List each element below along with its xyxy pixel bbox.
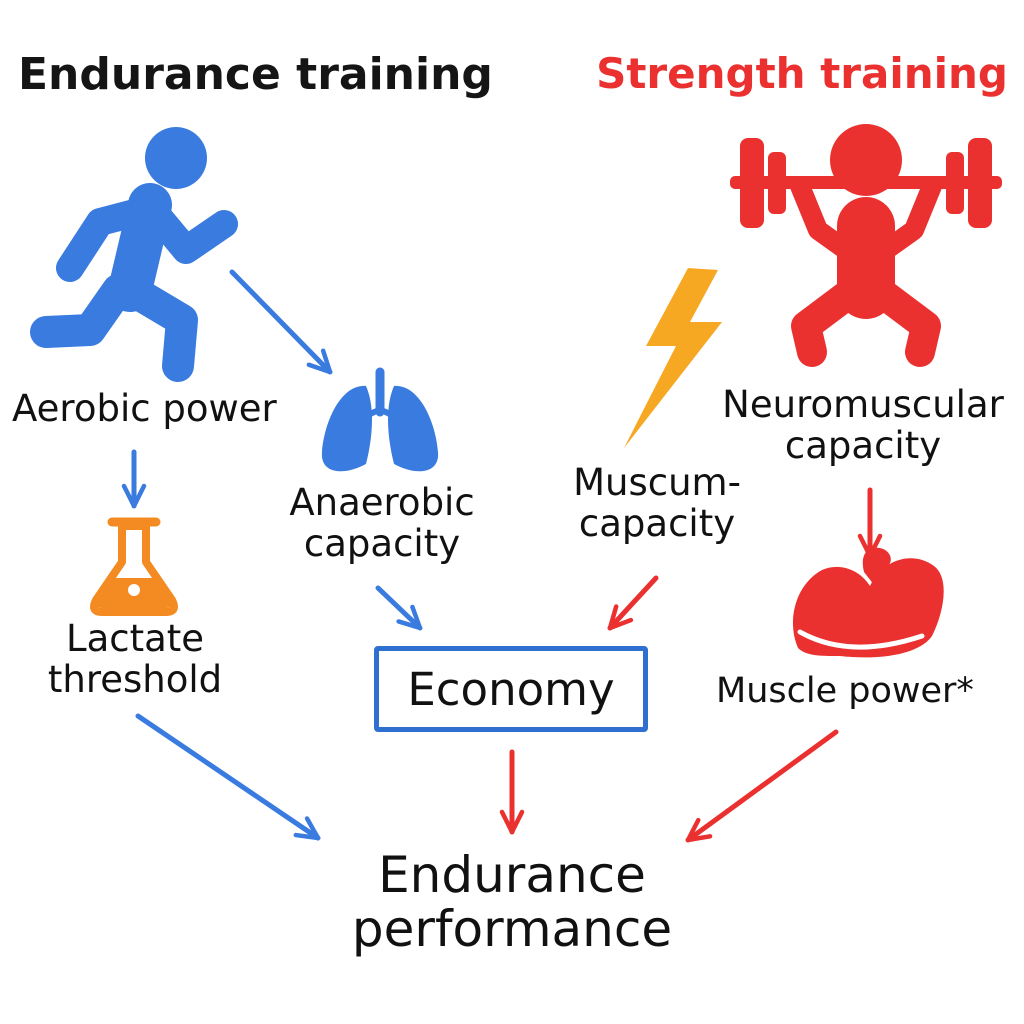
node-neuromuscular-capacity: Neuromuscular capacity bbox=[705, 384, 1021, 467]
node-lactate-threshold: Lactate threshold bbox=[30, 618, 240, 701]
node-anaerobic-line1: Anaerobic bbox=[289, 481, 475, 524]
node-muscle-power: Muscle power* bbox=[716, 671, 974, 711]
arrow-anaerobic-to-economy bbox=[375, 585, 423, 631]
arrow-lactate-to-performance bbox=[135, 713, 321, 841]
node-neuro-line1: Neuromuscular bbox=[722, 383, 1004, 426]
node-aerobic-power: Aerobic power bbox=[12, 387, 277, 430]
lungs-icon bbox=[321, 367, 439, 472]
lightning-icon bbox=[624, 268, 722, 448]
title-endurance-training: Endurance training bbox=[18, 49, 493, 100]
node-anaerobic-capacity: Anaerobic capacity bbox=[276, 482, 488, 565]
runner-icon bbox=[30, 127, 238, 382]
node-performance-line1: Endurance bbox=[378, 846, 646, 904]
node-anaerobic-line2: capacity bbox=[303, 522, 461, 566]
node-muscum-line1: Muscum- bbox=[573, 461, 741, 504]
node-muscum-line2: capacity bbox=[578, 502, 736, 546]
node-lactate-line1: Lactate bbox=[65, 617, 205, 660]
node-neuro-line2: capacity bbox=[784, 424, 942, 468]
node-lactate-line2: threshold bbox=[47, 658, 223, 702]
node-performance-line2: performance bbox=[351, 900, 673, 958]
node-muscum-capacity: Muscum- capacity bbox=[552, 462, 762, 545]
arrow-muscum-to-economy bbox=[607, 575, 659, 631]
title-strength-training: Strength training bbox=[596, 49, 1008, 98]
flask-icon bbox=[90, 517, 178, 616]
node-endurance-performance: Endurance performance bbox=[338, 848, 686, 956]
arrow-musclepower-to-performance bbox=[685, 729, 839, 843]
bicep-icon bbox=[792, 547, 944, 658]
node-economy-label: Economy bbox=[407, 662, 615, 716]
arrow-runner-to-lungs bbox=[229, 269, 333, 375]
weightlifter-icon bbox=[730, 124, 1002, 367]
node-economy-box: Economy bbox=[374, 646, 648, 732]
